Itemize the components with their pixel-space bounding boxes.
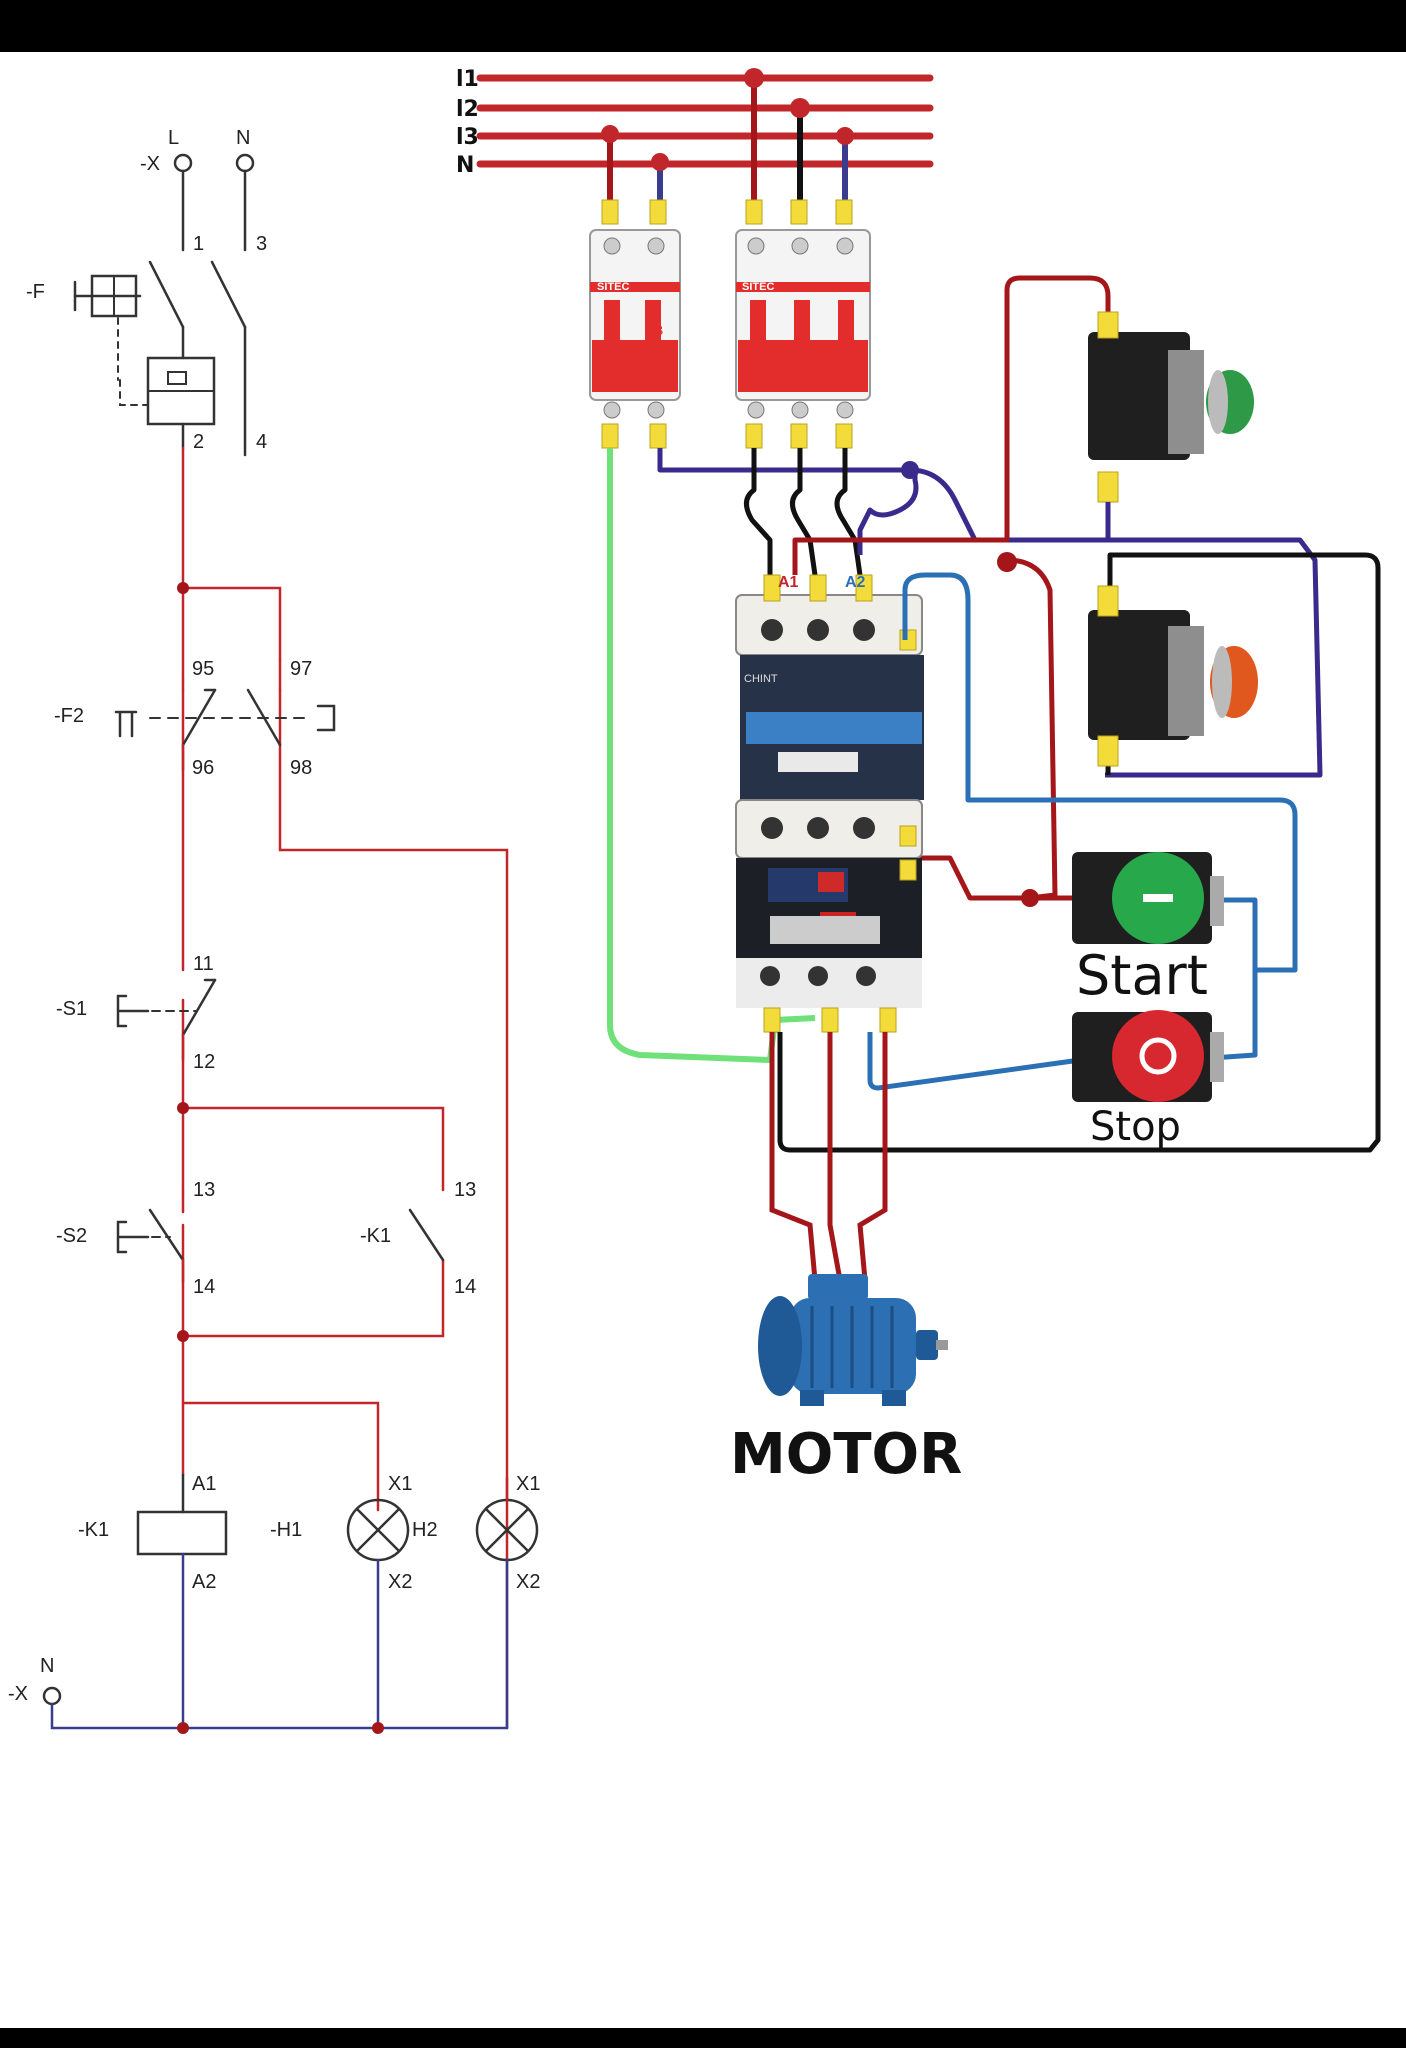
bus-label-n: N — [456, 153, 474, 178]
start-contact — [148, 1208, 185, 1262]
start-pushbutton — [1072, 852, 1224, 944]
terminal-l — [173, 153, 193, 173]
breaker-contact-1 — [148, 260, 185, 329]
label-a1: A1 — [192, 1473, 216, 1495]
stop-label: Stop — [1090, 1104, 1181, 1150]
label-t2: 2 — [193, 431, 204, 453]
holding-contact — [408, 1208, 445, 1262]
label-96: 96 — [192, 757, 214, 779]
label-97: 97 — [290, 658, 312, 680]
motor-label: MOTOR — [730, 1422, 962, 1487]
mcb-3pole: SITEC — [735, 229, 871, 419]
stop-contact — [181, 978, 217, 1037]
label-h1-x2: X2 — [388, 1571, 412, 1593]
breaker-contact-2 — [210, 260, 247, 329]
mcb2-pole-b: B — [654, 322, 663, 338]
label-t1: 1 — [193, 233, 204, 255]
label-14: 14 — [193, 1276, 215, 1298]
overload-nc-contact — [181, 688, 217, 747]
label-coil-k1: -K1 — [78, 1519, 109, 1541]
label-h2: H2 — [412, 1519, 438, 1541]
pilot-lamp-orange — [1088, 610, 1258, 740]
label-12: 12 — [193, 1051, 215, 1073]
label-t3: 3 — [256, 233, 267, 255]
coil-k1 — [136, 1510, 228, 1556]
start-label: Start — [1076, 944, 1208, 1007]
terminal-n-top — [235, 153, 255, 173]
label-h1-x1: X1 — [388, 1473, 412, 1495]
bus-label-l2: l2 — [456, 97, 479, 122]
label-h2-x1: X1 — [516, 1473, 540, 1495]
bottom-band — [0, 2028, 1406, 2048]
bus-label-l1: l1 — [456, 67, 479, 92]
terminal-n-bottom — [42, 1686, 62, 1706]
label-n-top: N — [236, 127, 250, 149]
schematic-labels: -X L N -F 1 3 2 4 -F2 95 96 97 98 -S1 11… — [8, 127, 540, 1705]
label-13: 13 — [193, 1179, 215, 1201]
label-x-bottom: -X — [8, 1683, 28, 1705]
contactor-brand: CHINT — [744, 673, 778, 685]
label-s2: -S2 — [56, 1225, 87, 1247]
label-a2: A2 — [192, 1571, 216, 1593]
mcb3-brand: SITEC — [742, 281, 774, 293]
stop-pushbutton — [1072, 1010, 1224, 1102]
label-h1: -H1 — [270, 1519, 302, 1541]
pilot-lamp-green — [1088, 332, 1254, 460]
label-l: L — [168, 127, 179, 149]
label-k1-contact: -K1 — [360, 1225, 391, 1247]
motor — [758, 1274, 948, 1406]
contactor-a1-label: A1 — [778, 574, 799, 591]
label-s1: -S1 — [56, 998, 87, 1020]
mcb2-brand: SITEC — [597, 281, 629, 293]
label-k1-14: 14 — [454, 1276, 476, 1298]
bus-label-l3: l3 — [456, 125, 479, 150]
power-wiring: l1 l2 l3 N SITEC B — [456, 67, 1381, 1487]
label-n-bottom: N — [40, 1655, 54, 1677]
label-98: 98 — [290, 757, 312, 779]
top-band — [0, 0, 1406, 52]
contactor-a2-label: A2 — [845, 574, 866, 591]
mcb-2pole: SITEC B — [589, 229, 681, 419]
label-k1-13: 13 — [454, 1179, 476, 1201]
label-h2-x2: X2 — [516, 1571, 540, 1593]
label-f2: -F2 — [54, 705, 84, 727]
label-t4: 4 — [256, 431, 267, 453]
label-breaker: -F — [26, 281, 45, 303]
contactor: CHINT — [735, 594, 924, 1008]
label-95: 95 — [192, 658, 214, 680]
control-schematic — [42, 153, 539, 1734]
label-11: 11 — [193, 953, 214, 975]
label-x-top: -X — [140, 153, 160, 175]
